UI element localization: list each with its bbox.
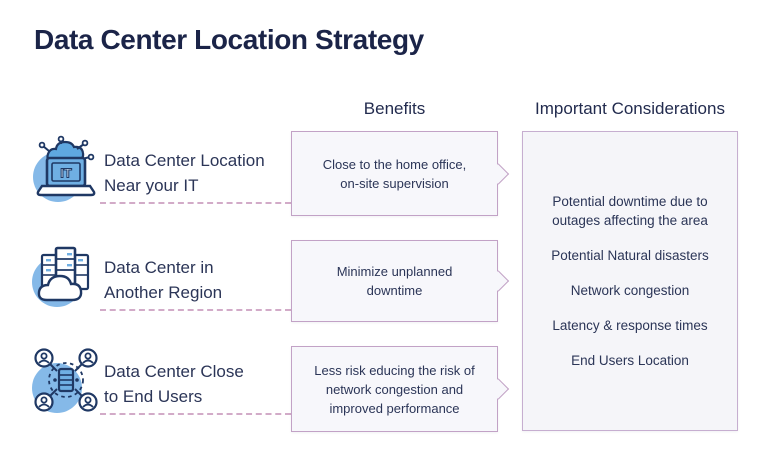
considerations-column-header: Important Considerations [535, 99, 725, 118]
dashed-connector [100, 413, 291, 415]
page-title: Data Center Location Strategy [34, 24, 424, 55]
dashed-connector [100, 202, 291, 204]
arrow-right-icon [487, 378, 509, 400]
benefit-box-end-users: Less risk educing the risk of network co… [291, 346, 509, 432]
consideration-item: End Users Location [571, 353, 689, 368]
row-label-near-your-it: Data Center Location Near your IT [104, 151, 265, 195]
considerations-box: Potential downtime due to outages affect… [522, 131, 738, 431]
benefits-column-header: Benefits [363, 99, 426, 118]
arrow-right-icon [487, 162, 509, 185]
benefit-box-another-region: Minimize unplanned downtime [291, 240, 509, 322]
server-users-icon [31, 345, 101, 415]
benefit-text: Close to the home office, on-site superv… [322, 156, 467, 191]
servers-cloud-icon [31, 240, 101, 310]
consideration-item: Network congestion [570, 283, 690, 298]
arrow-right-icon [487, 270, 509, 292]
consideration-item: Potential downtime due to outages affect… [552, 194, 708, 228]
consideration-item: Potential Natural disasters [551, 248, 709, 263]
row-label-another-region: Data Center in Another Region [104, 258, 223, 302]
benefit-text: Minimize unplanned downtime [336, 264, 453, 298]
benefit-box-near-your-it: Close to the home office, on-site superv… [291, 131, 509, 216]
benefit-text: Less risk educing the risk of network co… [314, 362, 475, 416]
consideration-item: Latency & response times [552, 318, 708, 333]
it-laptop-icon: IT [31, 135, 101, 205]
dashed-connector [100, 309, 291, 311]
svg-text:IT: IT [60, 166, 72, 181]
row-label-close-to-end-users: Data Center Close to End Users [104, 362, 244, 406]
